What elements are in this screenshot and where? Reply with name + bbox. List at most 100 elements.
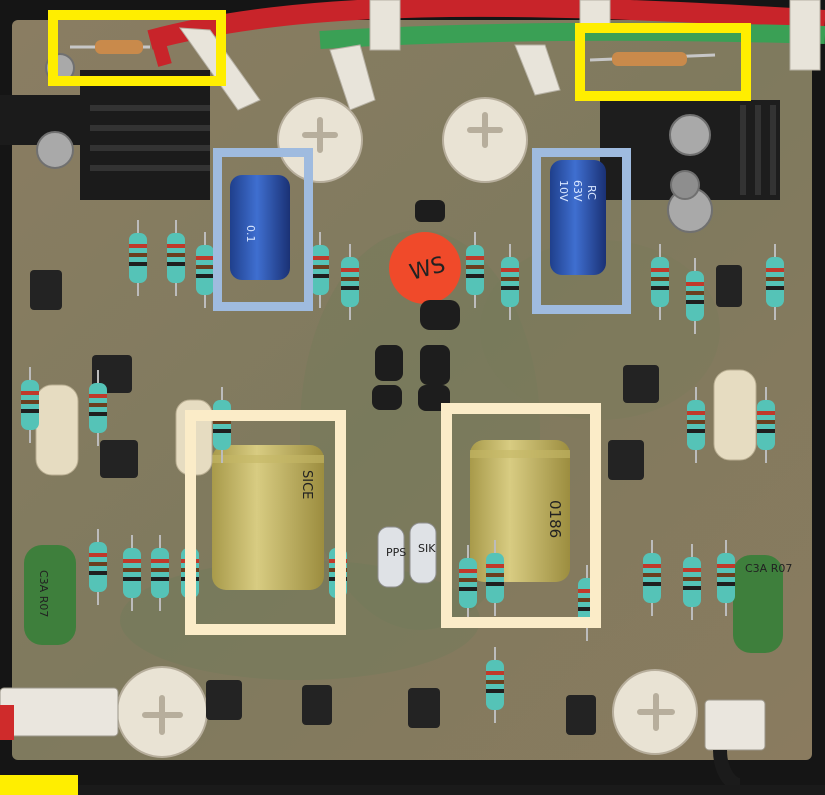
highlight-blue-left bbox=[213, 148, 313, 311]
white-connector-right bbox=[704, 699, 766, 792]
resistor-band bbox=[459, 587, 477, 591]
resistor-band bbox=[21, 400, 39, 404]
resistor-band bbox=[717, 564, 735, 568]
resistor-body bbox=[687, 400, 705, 450]
resistor-body bbox=[123, 548, 141, 598]
resistor-band bbox=[311, 265, 329, 269]
resistor-body bbox=[196, 245, 214, 295]
resistor-band bbox=[766, 277, 784, 281]
green-res-left-label: C3A R07 bbox=[37, 570, 50, 617]
resistor-band bbox=[717, 573, 735, 577]
resistor-body bbox=[311, 245, 329, 295]
resistor-band bbox=[686, 291, 704, 295]
resistor-body bbox=[486, 660, 504, 710]
diode-label-b: SIK bbox=[418, 542, 436, 555]
resistor-band bbox=[687, 411, 705, 415]
resistor-band bbox=[683, 577, 701, 581]
resistor-body bbox=[651, 257, 669, 307]
resistor-band bbox=[643, 573, 661, 577]
top-resistor-left bbox=[70, 40, 150, 54]
highlight-cream-right bbox=[441, 403, 601, 628]
resistor-band bbox=[167, 244, 185, 248]
resistor-band bbox=[129, 253, 147, 257]
blue-cap-right-code: RC bbox=[585, 185, 598, 200]
resistor-band bbox=[196, 256, 214, 260]
resistor-body bbox=[717, 553, 735, 603]
highlight-yellow-bottom-left bbox=[0, 775, 78, 795]
resistor-body bbox=[643, 553, 661, 603]
blue-capacitor-right: 10V 63V RC bbox=[550, 130, 606, 330]
resistor-band bbox=[501, 286, 519, 290]
resistor-band bbox=[167, 262, 185, 266]
resistor-body bbox=[167, 233, 185, 283]
resistor-band bbox=[129, 262, 147, 266]
highlight-yellow-top-left bbox=[48, 10, 226, 86]
resistor-band bbox=[683, 568, 701, 572]
resistor-band bbox=[123, 559, 141, 563]
resistor-band bbox=[651, 268, 669, 272]
resistor-band bbox=[501, 277, 519, 281]
resistor-band bbox=[89, 562, 107, 566]
resistor-band bbox=[686, 300, 704, 304]
resistor-band bbox=[89, 394, 107, 398]
resistor-body bbox=[757, 400, 775, 450]
resistor-band bbox=[89, 571, 107, 575]
highlight-cream-left bbox=[185, 410, 346, 635]
resistor-band bbox=[717, 582, 735, 586]
resistor-band bbox=[151, 577, 169, 581]
resistor-band bbox=[766, 268, 784, 272]
glass-diodes bbox=[377, 522, 437, 588]
resistor-band bbox=[466, 274, 484, 278]
resistor-band bbox=[151, 559, 169, 563]
resistor-band bbox=[578, 607, 596, 611]
resistor-band bbox=[196, 274, 214, 278]
resistor-band bbox=[683, 586, 701, 590]
resistor-band bbox=[578, 598, 596, 602]
resistor-band bbox=[486, 680, 504, 684]
white-connector-left bbox=[0, 687, 119, 740]
resistor-band bbox=[757, 411, 775, 415]
blue-cap-right-v: 10V bbox=[557, 180, 570, 202]
orange-sticker: WS bbox=[389, 232, 461, 304]
resistor-band bbox=[167, 253, 185, 257]
resistor-band bbox=[501, 268, 519, 272]
resistor-band bbox=[196, 265, 214, 269]
resistor-band bbox=[757, 429, 775, 433]
resistor-band bbox=[486, 671, 504, 675]
resistor-band bbox=[578, 589, 596, 593]
resistor-band bbox=[643, 582, 661, 586]
resistor-band bbox=[766, 286, 784, 290]
resistor-body bbox=[501, 257, 519, 307]
resistor-band bbox=[89, 403, 107, 407]
resistor-band bbox=[21, 409, 39, 413]
resistor-band bbox=[486, 573, 504, 577]
resistor-body bbox=[21, 380, 39, 430]
resistor-band bbox=[486, 564, 504, 568]
resistor-band bbox=[757, 420, 775, 424]
resistor-band bbox=[123, 577, 141, 581]
resistor-band bbox=[486, 582, 504, 586]
resistor-band bbox=[341, 268, 359, 272]
resistor-body bbox=[89, 542, 107, 592]
resistor-band bbox=[123, 568, 141, 572]
resistor-band bbox=[651, 277, 669, 281]
highlight-blue-right bbox=[532, 148, 631, 314]
resistor-band bbox=[21, 391, 39, 395]
yellow-capacitor-left: SICE bbox=[212, 405, 324, 620]
resistor-body bbox=[766, 257, 784, 307]
resistor-band bbox=[89, 553, 107, 557]
resistor-body bbox=[341, 257, 359, 307]
resistor-band bbox=[466, 265, 484, 269]
highlight-yellow-top-right bbox=[575, 23, 751, 101]
resistor-body bbox=[683, 557, 701, 607]
resistor-body bbox=[129, 233, 147, 283]
resistor-band bbox=[486, 689, 504, 693]
resistor-band bbox=[341, 286, 359, 290]
transistors bbox=[30, 265, 742, 735]
top-resistor-right bbox=[589, 52, 716, 66]
resistor-band bbox=[213, 429, 231, 433]
resistor-band bbox=[651, 286, 669, 290]
resistor-band bbox=[687, 420, 705, 424]
